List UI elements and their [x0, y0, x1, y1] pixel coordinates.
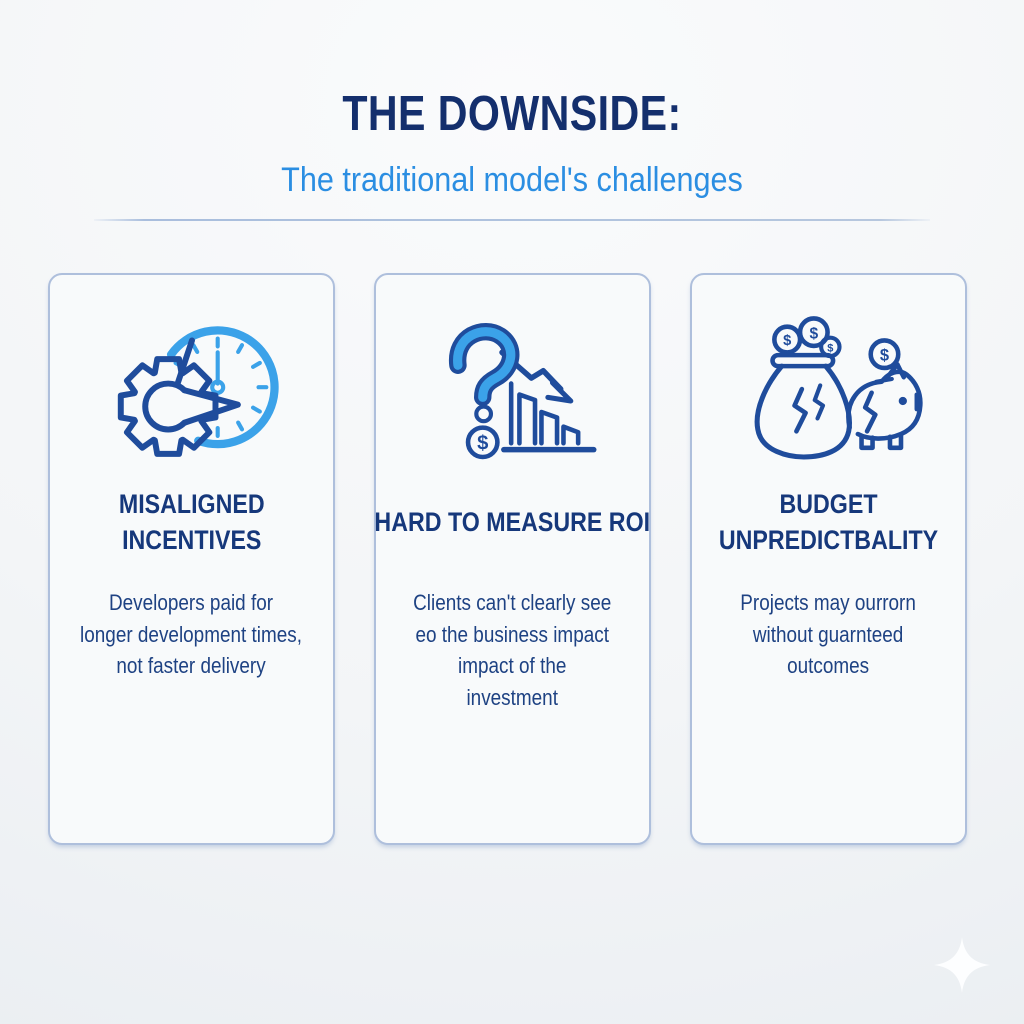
card-misaligned-incentives: MISALIGNED INCENTIVES Developers paid fo…: [48, 273, 335, 845]
cards-row: MISALIGNED INCENTIVES Developers paid fo…: [48, 273, 967, 845]
header: THE DOWNSIDE: The traditional model's ch…: [0, 0, 1024, 221]
card-icon-box: $: [421, 309, 605, 471]
sparkle-icon: [934, 937, 990, 993]
dollar-sign: $: [783, 333, 791, 349]
header-divider: [94, 219, 930, 221]
card-budget-unpredictability: $ $ $ $ BUDGET UNPREDICTBALITY Projects …: [690, 273, 967, 845]
gear-clock-icon: [117, 326, 279, 457]
money-bag-piggy-bank-icon: $ $ $ $: [754, 316, 923, 460]
dollar-sign: $: [827, 342, 833, 354]
dollar-sign: $: [809, 326, 818, 343]
card-icon-box: [100, 309, 284, 471]
card-body: Clients can't clearly see eo the busines…: [413, 590, 612, 711]
card-heading: MISALIGNED INCENTIVES: [118, 489, 265, 555]
dollar-sign: $: [477, 433, 488, 455]
question-mark-declining-chart-icon: $: [448, 323, 597, 460]
clock-ticks: [173, 336, 268, 438]
page-title: THE DOWNSIDE:: [342, 87, 682, 141]
card-body: Developers paid for longer development t…: [80, 590, 303, 679]
dollar-sign: $: [880, 347, 889, 365]
gear-outline: [117, 356, 218, 457]
card-hard-to-measure-roi: $ HARD TO MEASURE ROI Clients can't clea…: [374, 273, 651, 845]
card-icon-box: $ $ $ $: [732, 309, 925, 471]
card-heading: HARD TO MEASURE ROI: [374, 507, 651, 538]
card-heading: BUDGET UNPREDICTBALITY: [718, 489, 939, 555]
page-subtitle: The traditional model's challenges: [281, 161, 743, 199]
card-body: Projects may ourrorn without guarnteed o…: [740, 590, 917, 679]
